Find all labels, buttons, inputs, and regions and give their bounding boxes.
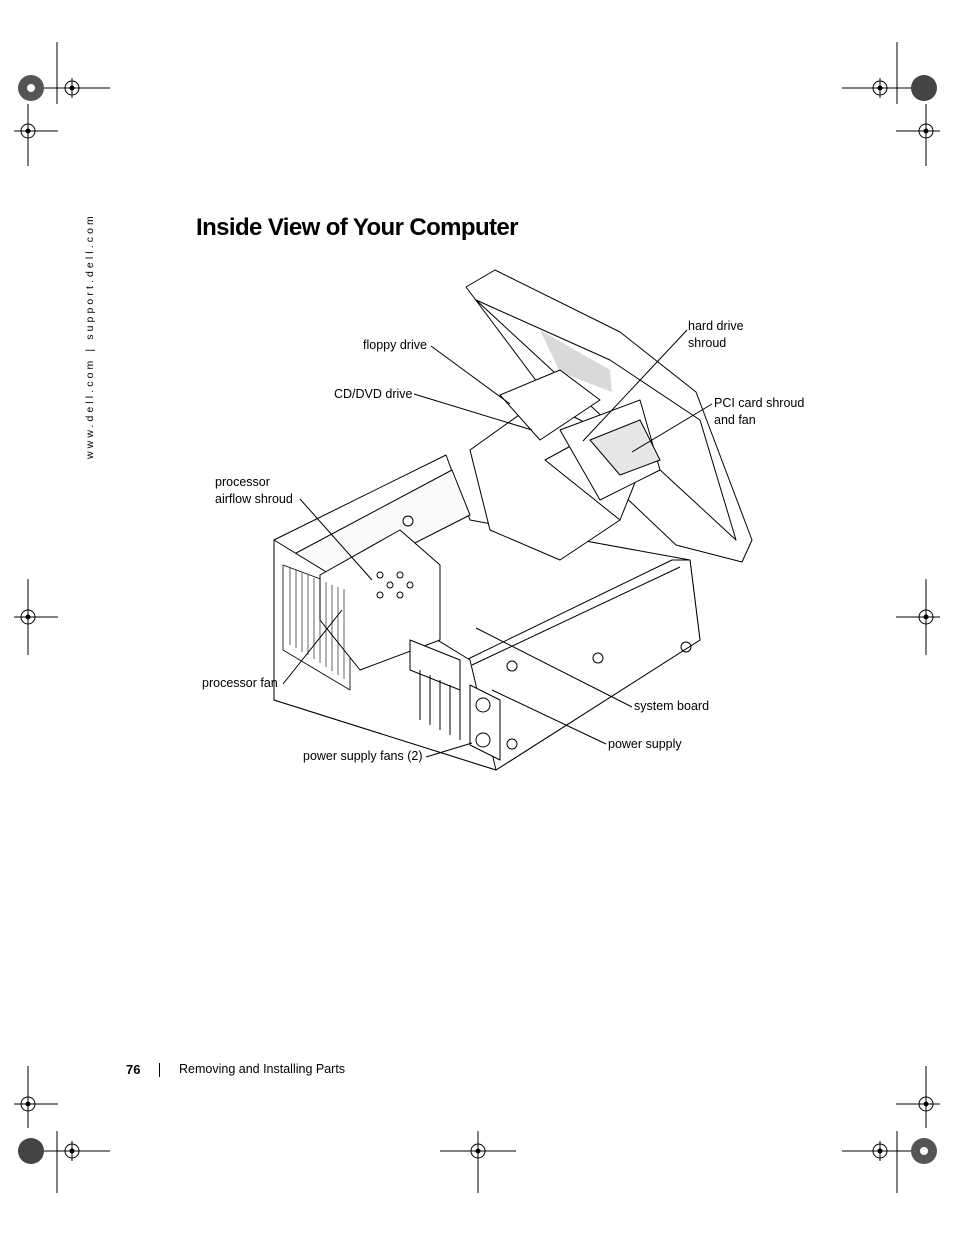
callout-power-supply: power supply [608, 737, 682, 751]
starburst-targets [18, 75, 937, 1164]
callout-system-board: system board [634, 699, 710, 713]
leader-lines [282, 329, 713, 758]
callout-processor-fan: processor fan [202, 676, 278, 690]
fan-grille-stripes [289, 568, 345, 679]
callout-line: PCI card shroud [714, 396, 805, 410]
footer-divider [159, 1063, 160, 1077]
callout-line: hard drive [688, 319, 744, 333]
callout-floppy-drive: floppy drive [363, 338, 427, 352]
callout-hard-drive-shroud: hard drive shroud [688, 318, 744, 352]
callout-line: processor [215, 475, 270, 489]
page-number: 76 [126, 1062, 141, 1077]
callout-processor-airflow-shroud: processor airflow shroud [215, 474, 293, 508]
callout-pci-card-shroud: PCI card shroud and fan [714, 395, 804, 429]
callout-line: airflow shroud [215, 492, 293, 506]
footer-section: Removing and Installing Parts [179, 1062, 346, 1076]
crosshair-targets [14, 78, 940, 1161]
callout-line: shroud [688, 336, 727, 350]
callout-cd-dvd-drive: CD/DVD drive [334, 387, 413, 401]
page-title: Inside View of Your Computer [196, 214, 519, 241]
callout-power-supply-fans: power supply fans (2) [303, 749, 423, 763]
callout-line: and fan [714, 413, 756, 427]
